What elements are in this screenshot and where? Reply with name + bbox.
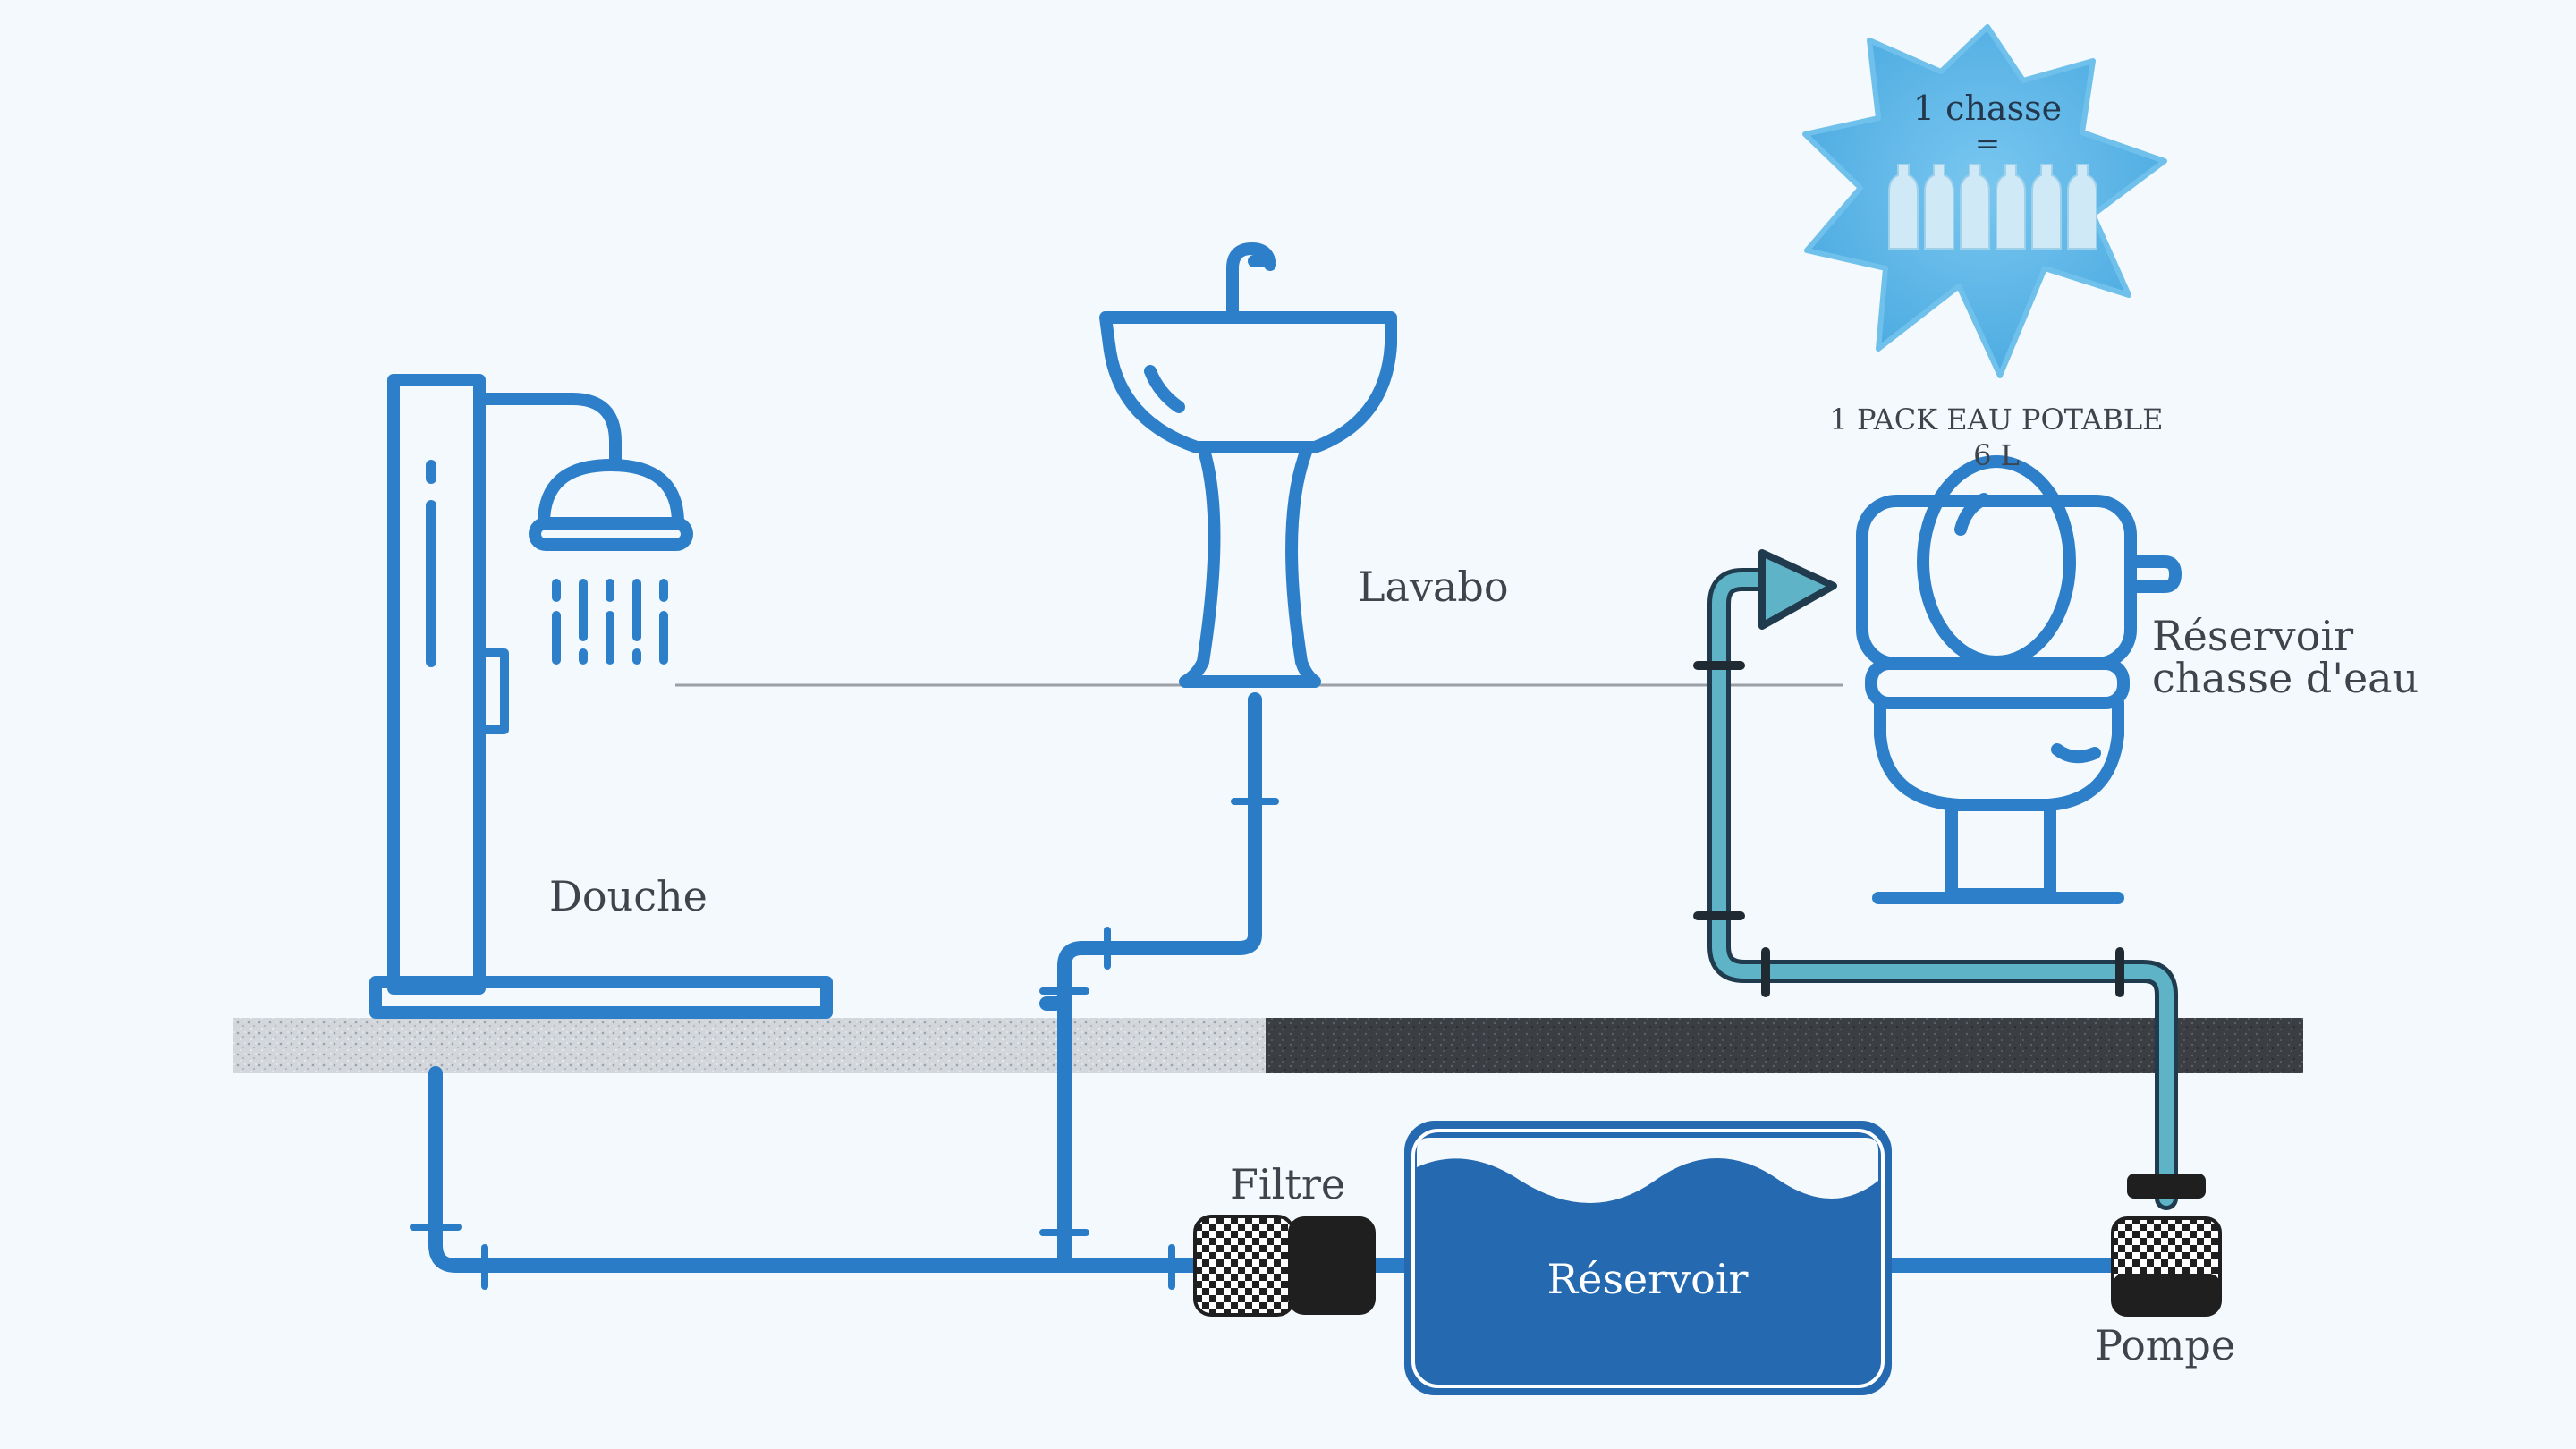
shower-label: Douche bbox=[549, 872, 708, 920]
recycled-water-pipe bbox=[1707, 568, 2178, 1210]
tank: Réservoir bbox=[1404, 1121, 1892, 1395]
filter-label: Filtre bbox=[1230, 1160, 1345, 1208]
cistern-label: Réservoir bbox=[2152, 612, 2353, 660]
cistern-label-line2: chasse d'eau bbox=[2152, 654, 2419, 702]
shower-drops bbox=[552, 579, 668, 665]
basin-icon bbox=[1099, 242, 1397, 688]
filter-icon bbox=[1193, 1215, 1376, 1317]
floor-slab-dark bbox=[1266, 1018, 2303, 1073]
pump-label: Pompe bbox=[2095, 1321, 2235, 1369]
grey-water-couplings bbox=[410, 798, 1279, 1290]
water-comparison-badge: 1 chasse = 1 PACK EAU POTABLE 6 L bbox=[1802, 24, 2167, 472]
shower-icon bbox=[369, 374, 833, 1019]
pump-icon bbox=[2111, 1174, 2222, 1317]
recycled-pipe-couplings bbox=[1693, 661, 2124, 997]
floor-slab-light bbox=[233, 1018, 1270, 1073]
badge-equals: = bbox=[1975, 126, 2001, 162]
bottles-icon bbox=[1888, 164, 2097, 250]
grey-water-pipes bbox=[428, 692, 2136, 1273]
basin-label: Lavabo bbox=[1358, 563, 1509, 611]
badge-caption-line1: 1 PACK EAU POTABLE bbox=[1830, 402, 2164, 436]
badge-caption-line2: 6 L bbox=[1973, 438, 2020, 472]
toilet-icon bbox=[1856, 455, 2182, 904]
flow-arrow bbox=[1758, 549, 1837, 630]
badge-line1: 1 chasse bbox=[1913, 89, 2062, 128]
tank-label: Réservoir bbox=[1546, 1255, 1748, 1303]
